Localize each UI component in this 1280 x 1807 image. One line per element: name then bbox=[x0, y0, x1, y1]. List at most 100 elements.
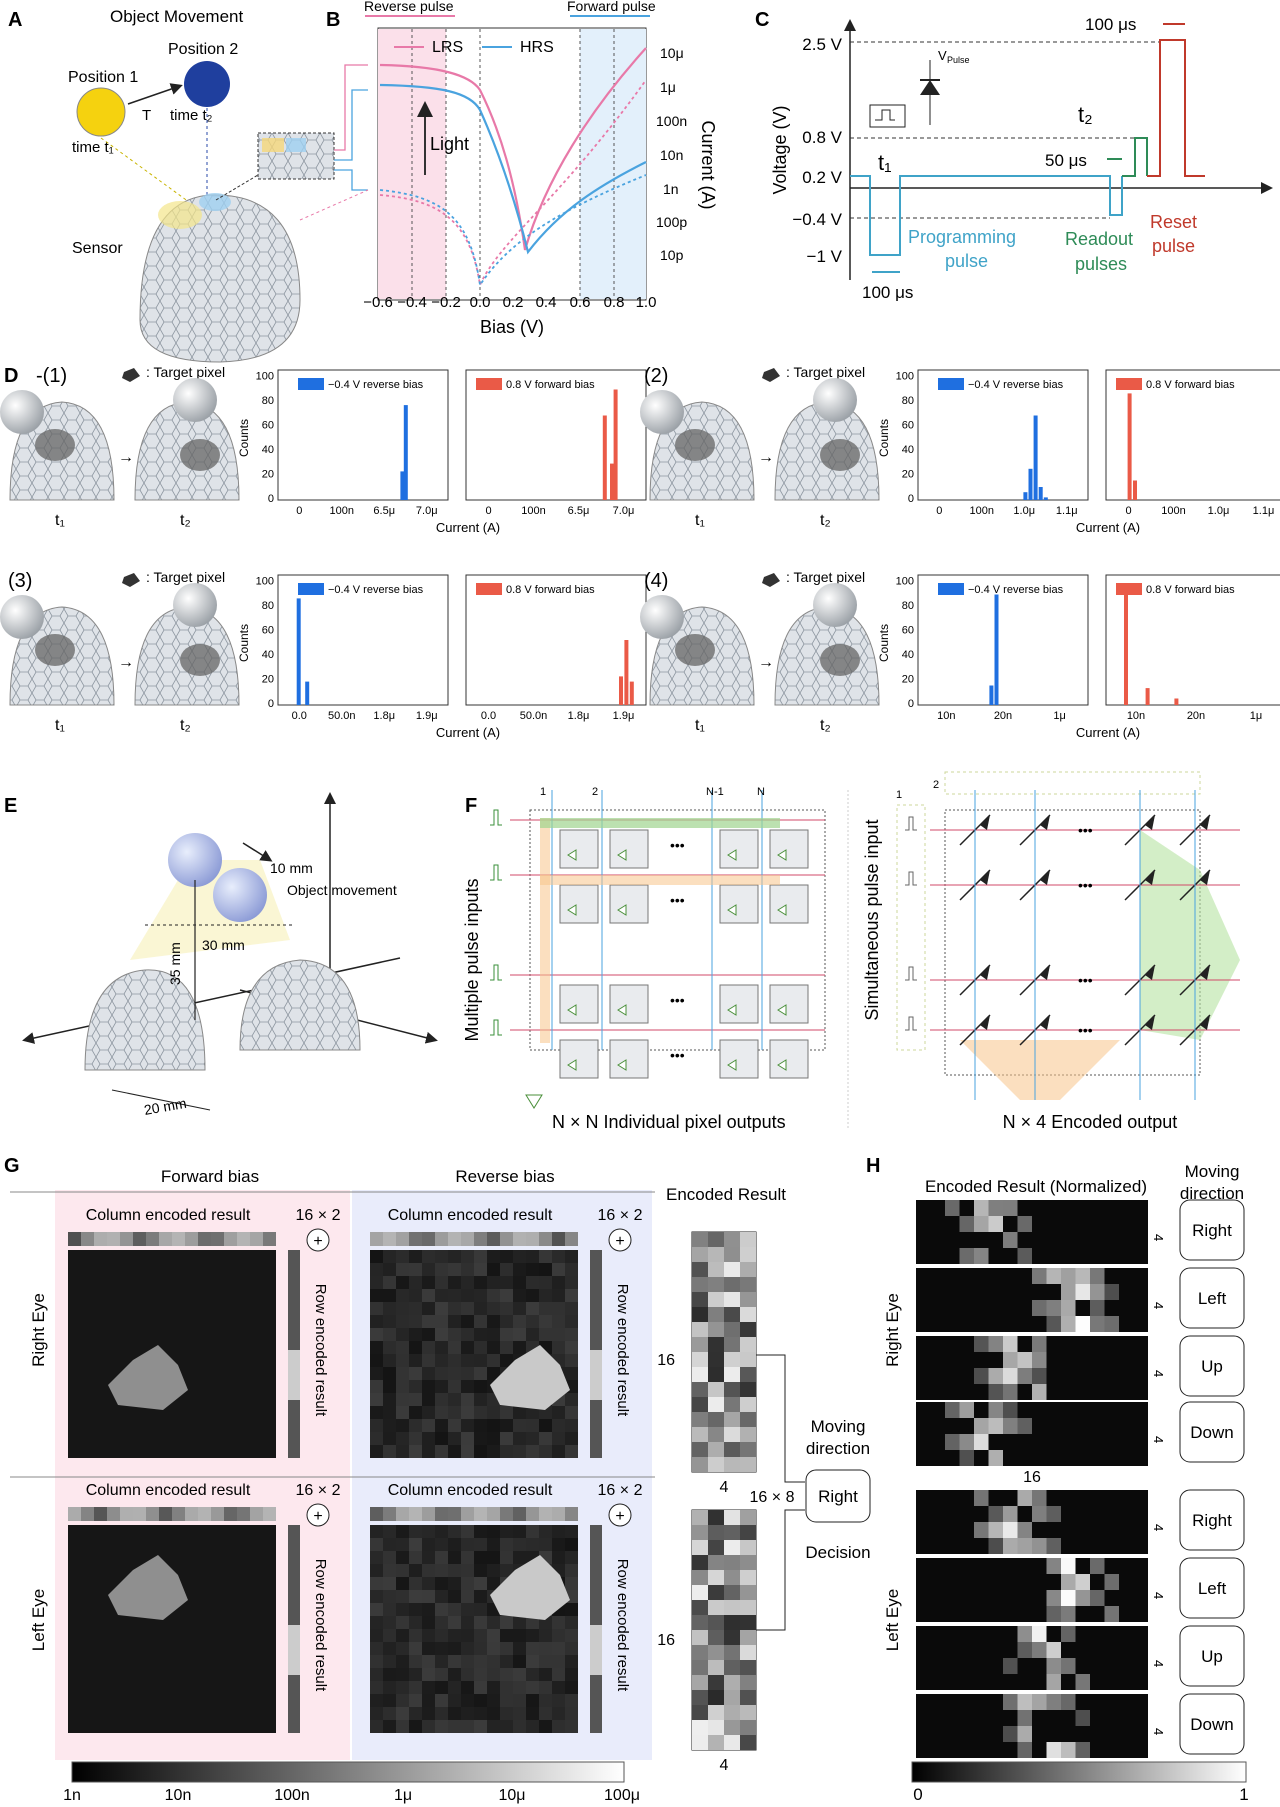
g-plus: + bbox=[615, 1233, 624, 1250]
g-heat-cell bbox=[422, 1525, 435, 1538]
g-heat-cell bbox=[448, 1668, 461, 1681]
g-encoded-cell bbox=[724, 1585, 740, 1600]
g-heat-cell bbox=[435, 1720, 448, 1733]
g-heat-cell bbox=[396, 1629, 409, 1642]
g-encoded-cell bbox=[724, 1382, 740, 1397]
histogram-frame bbox=[1105, 369, 1280, 501]
g-heat-cell bbox=[552, 1276, 565, 1289]
g-heat-cell bbox=[513, 1538, 526, 1551]
g-heat-cell bbox=[409, 1289, 422, 1302]
h-encoded-cell bbox=[1046, 1658, 1061, 1674]
g-heat-cell bbox=[487, 1551, 500, 1564]
h-encoded-cell bbox=[1003, 1352, 1018, 1368]
d-t2: t₂ bbox=[820, 717, 831, 734]
g-col-encoded-cell bbox=[448, 1232, 461, 1246]
g-encoded-cell bbox=[740, 1540, 756, 1555]
g-col-encoded-cell bbox=[68, 1507, 81, 1521]
g-heat-cell bbox=[422, 1432, 435, 1445]
g-heat-cell bbox=[500, 1655, 513, 1668]
readout-label-2: pulses bbox=[1075, 254, 1127, 274]
g-heat-cell bbox=[396, 1603, 409, 1616]
g-heat-cell bbox=[474, 1564, 487, 1577]
h-encoded-cell bbox=[1090, 1268, 1105, 1284]
histogram-xtick: 20n bbox=[1187, 710, 1205, 722]
g-heat-cell bbox=[500, 1525, 513, 1538]
histogram-bar bbox=[1174, 698, 1179, 705]
f-col-n1: N-1 bbox=[706, 786, 724, 798]
g-encoded-cell bbox=[740, 1585, 756, 1600]
g-heat-cell bbox=[513, 1694, 526, 1707]
d-sphere bbox=[813, 378, 857, 422]
g-decision-box bbox=[805, 1469, 871, 1523]
g-col-encoded-cell bbox=[107, 1507, 120, 1521]
g-encoded-cell bbox=[708, 1600, 724, 1615]
d-case-label: (4) bbox=[644, 570, 668, 592]
c-level: −0.4 V bbox=[792, 210, 842, 229]
f-in-1: 1 bbox=[896, 789, 902, 801]
g-cbar-tick: 10μ bbox=[498, 1787, 525, 1804]
h-right-eye: Right Eye bbox=[883, 1293, 902, 1367]
g-heat-cell bbox=[396, 1367, 409, 1380]
g-encoded-cell bbox=[740, 1247, 756, 1262]
g-heat-cell bbox=[526, 1668, 539, 1681]
g-heat-cell bbox=[383, 1445, 396, 1458]
g-encoded-cell bbox=[740, 1442, 756, 1457]
f-pulse-icon bbox=[905, 816, 917, 831]
f-pixel-cell bbox=[769, 984, 809, 1024]
g-encoded-cell bbox=[708, 1675, 724, 1690]
g-heat-cell bbox=[565, 1393, 578, 1406]
link-lrs-bottom bbox=[299, 189, 369, 221]
g-heat-cell bbox=[435, 1538, 448, 1551]
g-col-encoded-label: Column encoded result bbox=[388, 1207, 553, 1224]
g-left-eye: Left Eye bbox=[29, 1589, 48, 1651]
d-arrow: → bbox=[118, 449, 134, 466]
g-heat-cell bbox=[500, 1341, 513, 1354]
histogram-ytick: 60 bbox=[262, 625, 274, 637]
panel-c: C Voltage (V) 2.5 V 0.8 V 0.2 V −0.4 V −… bbox=[755, 9, 1273, 302]
g-encoded-cell bbox=[724, 1397, 740, 1412]
c-levels: 2.5 V 0.8 V 0.2 V −0.4 V −1 V bbox=[792, 35, 842, 266]
g-encoded-cell bbox=[724, 1262, 740, 1277]
g-heat-cell bbox=[370, 1289, 383, 1302]
g-encoded-cell bbox=[740, 1412, 756, 1427]
d-activated-pixels bbox=[35, 429, 75, 461]
g-heat-cell bbox=[383, 1341, 396, 1354]
g-heat-cell bbox=[422, 1393, 435, 1406]
h-direction-box bbox=[1179, 1335, 1245, 1397]
g-heat-cell bbox=[370, 1655, 383, 1668]
panel-f: F Multiple pulse inputs •••••••••••• 1 2… bbox=[462, 771, 1240, 1132]
histogram-bar bbox=[1124, 594, 1128, 705]
f-pixel-cell bbox=[609, 1039, 649, 1079]
position2-ball bbox=[184, 61, 230, 107]
g-heat-cell bbox=[409, 1354, 422, 1367]
g-heat-cell bbox=[474, 1707, 487, 1720]
g-heat-cell bbox=[461, 1276, 474, 1289]
h-encoded-cell bbox=[1090, 1558, 1105, 1574]
histogram-ytick: 20 bbox=[262, 469, 274, 481]
h-encoded-cell bbox=[1075, 1674, 1090, 1690]
g-heat-cell bbox=[513, 1315, 526, 1328]
g-col-encoded-cell bbox=[211, 1232, 224, 1246]
g-heat-cell bbox=[526, 1263, 539, 1276]
panel-label-h: H bbox=[866, 1155, 880, 1177]
d-counts-label: Counts bbox=[237, 419, 251, 457]
e-move-arrow bbox=[242, 842, 273, 862]
h-encoded-cell bbox=[1046, 1642, 1061, 1658]
e-object-movement: Object movement bbox=[287, 882, 397, 898]
g-heat-cell bbox=[448, 1406, 461, 1419]
d-t1: t₁ bbox=[695, 512, 705, 529]
vpulse-label: V bbox=[938, 48, 947, 63]
h-encoded-cell bbox=[1061, 1268, 1076, 1284]
g-heat-cell bbox=[370, 1551, 383, 1564]
g-encoded-cell bbox=[740, 1510, 756, 1525]
g-16-bottom: 16 bbox=[657, 1632, 675, 1649]
g-heat-cell bbox=[539, 1419, 552, 1432]
b-ytick: 10μ bbox=[660, 45, 684, 61]
g-encoded-cell bbox=[708, 1367, 724, 1382]
g-heat-cell bbox=[435, 1328, 448, 1341]
histogram-legend-swatch bbox=[476, 378, 502, 390]
histogram-bar bbox=[629, 681, 634, 705]
histogram-xtick: 100n bbox=[521, 505, 545, 517]
